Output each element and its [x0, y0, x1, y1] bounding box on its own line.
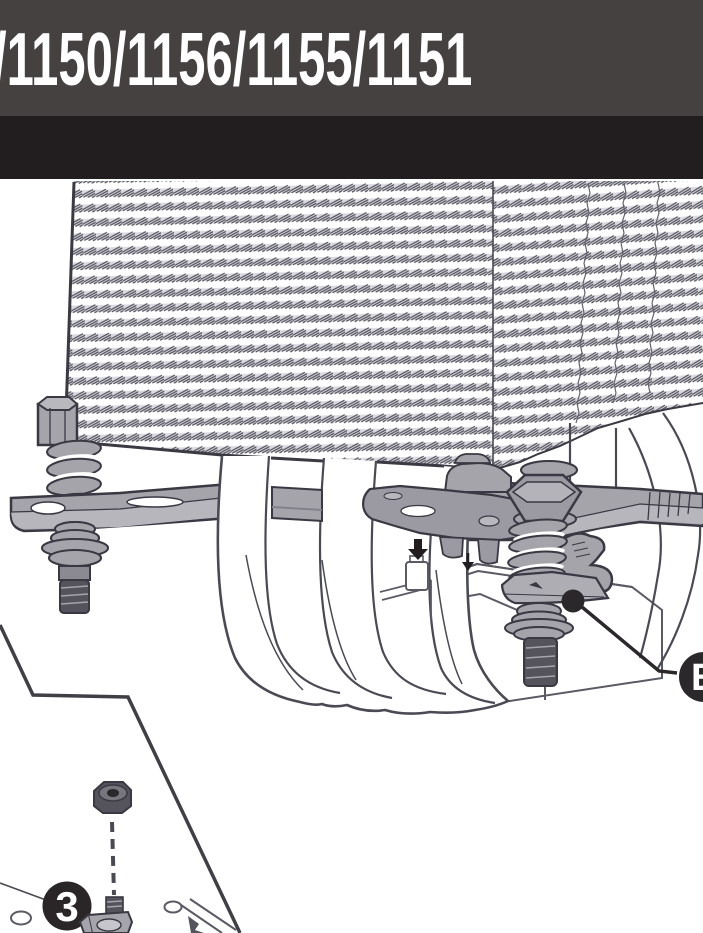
svg-text:E: E — [691, 657, 703, 699]
svg-text:3: 3 — [55, 883, 78, 930]
